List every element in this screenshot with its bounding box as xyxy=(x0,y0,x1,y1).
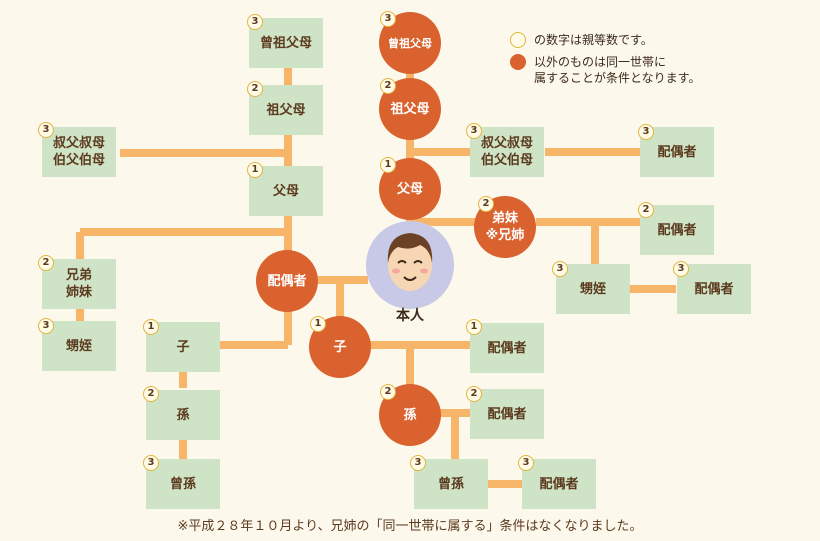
degree-badge: 2 xyxy=(466,386,482,402)
degree-badge: 2 xyxy=(38,255,54,271)
node-himago-spouse: 配偶者 xyxy=(522,459,596,509)
degree-badge: 3 xyxy=(38,122,54,138)
degree-badge: 1 xyxy=(247,162,263,178)
degree-badge: 1 xyxy=(143,319,159,335)
degree-badge: 3 xyxy=(410,455,426,471)
degree-badge: 3 xyxy=(673,261,689,277)
node-oji-right: 叔父叔母 伯父伯母 xyxy=(470,127,544,177)
node-spouse-sosofubo: 曾祖父母 xyxy=(379,12,441,74)
node-spouse: 配偶者 xyxy=(256,250,318,312)
node-kyodai: 兄弟 姉妹 xyxy=(42,259,116,309)
center-person: 本人 xyxy=(366,221,454,324)
legend-orange-circle-icon xyxy=(510,54,526,70)
degree-badge: 1 xyxy=(466,319,482,335)
degree-badge: 1 xyxy=(380,157,396,173)
person-face-icon xyxy=(387,233,433,291)
degree-badge: 3 xyxy=(552,261,568,277)
degree-badge: 3 xyxy=(38,318,54,334)
degree-badge: 2 xyxy=(380,78,396,94)
degree-badge: 2 xyxy=(247,81,263,97)
legend: の数字は親等数です。 以外のものは同一世帯に 属することが条件となります。 xyxy=(510,32,700,92)
node-ko-spouse: 配偶者 xyxy=(470,323,544,373)
degree-badge: 2 xyxy=(143,386,159,402)
legend-text-degree: の数字は親等数です。 xyxy=(534,33,653,47)
degree-badge: 3 xyxy=(380,11,396,27)
node-oimei-right: 甥姪 xyxy=(556,264,630,314)
degree-badge: 3 xyxy=(143,455,159,471)
degree-badge: 3 xyxy=(638,124,654,140)
node-mago-spouse: 配偶者 xyxy=(470,389,544,439)
degree-badge: 2 xyxy=(638,202,654,218)
node-oimei-spouse: 配偶者 xyxy=(677,264,751,314)
node-sofubo: 祖父母 xyxy=(249,85,323,135)
legend-row-household: 以外のものは同一世帯に 属することが条件となります。 xyxy=(510,54,700,86)
legend-white-circle-icon xyxy=(510,32,526,48)
node-oji-left: 叔父叔母 伯父伯母 xyxy=(42,127,116,177)
legend-text-household: 以外のものは同一世帯に 属することが条件となります。 xyxy=(534,55,701,85)
legend-row-degree: の数字は親等数です。 xyxy=(510,32,700,48)
degree-badge: 2 xyxy=(478,196,494,212)
node-himago-left: 曾孫 xyxy=(146,459,220,509)
degree-badge: 3 xyxy=(518,455,534,471)
node-himago-center: 曾孫 xyxy=(414,459,488,509)
degree-badge: 1 xyxy=(310,316,326,332)
degree-badge: 3 xyxy=(247,14,263,30)
node-mago-left: 孫 xyxy=(146,390,220,440)
node-oimei-left: 甥姪 xyxy=(42,321,116,371)
center-person-label: 本人 xyxy=(396,308,424,324)
degree-badge: 2 xyxy=(380,384,396,400)
node-ko-left: 子 xyxy=(146,322,220,372)
footnote: ※平成２８年１０月より、兄姉の「同一世帯に属する」条件はなくなりました。 xyxy=(177,519,643,534)
degree-badge: 3 xyxy=(466,123,482,139)
